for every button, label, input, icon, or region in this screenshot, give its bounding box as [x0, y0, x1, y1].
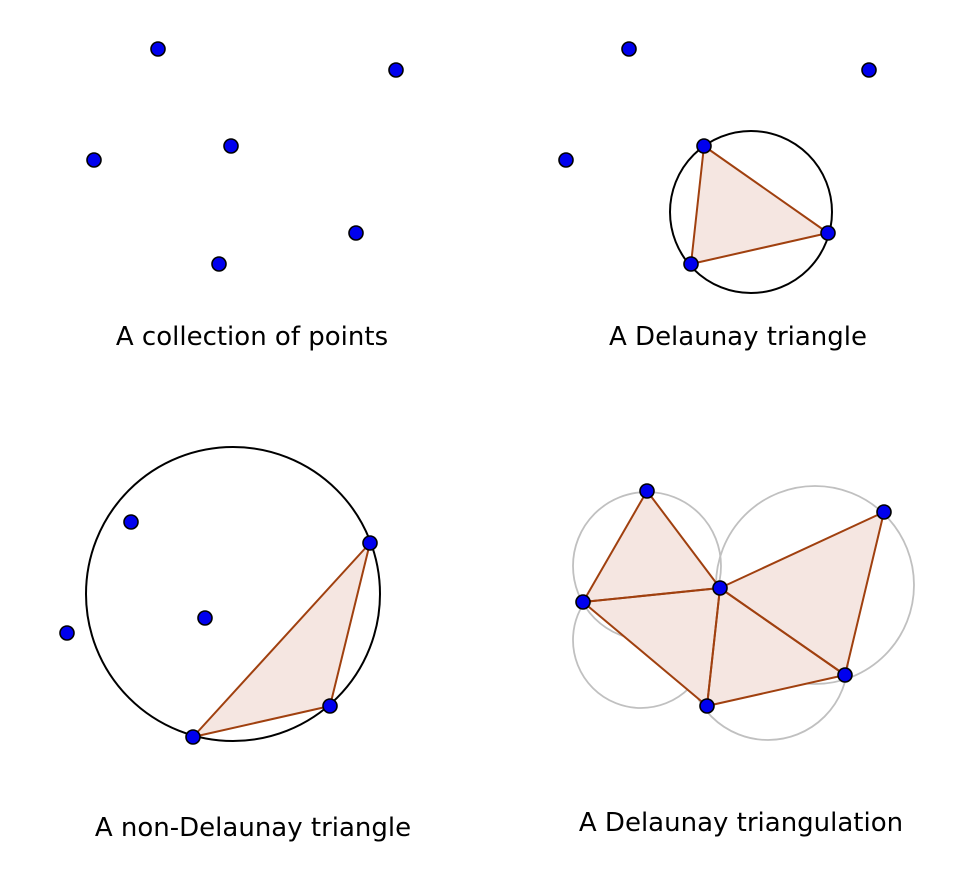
panel-0-point-2 [86, 152, 102, 168]
panel-3-edge [719, 587, 846, 676]
panel-1-point-3 [696, 138, 712, 154]
panel-1-point-2 [558, 152, 574, 168]
panel-3-edge [582, 587, 721, 603]
panel-2-edge [192, 542, 371, 738]
panel-3-point-5 [699, 698, 715, 714]
panel-2-point-4 [322, 698, 338, 714]
panel-0-point-3 [223, 138, 239, 154]
panel-0-point-0 [150, 41, 166, 57]
panel-3-triangle-2 [707, 588, 845, 706]
panel-2-circumcircle-0 [85, 446, 381, 742]
panel-3-point-2 [575, 594, 591, 610]
panel-0-point-4 [348, 225, 364, 241]
panel-2-point-5 [185, 729, 201, 745]
panel-0-point-1 [388, 62, 404, 78]
panel-3-triangle-0 [583, 491, 720, 602]
panel-1-point-0 [621, 41, 637, 57]
panel-3-point-0 [639, 483, 655, 499]
caption-collection-of-points: A collection of points [115, 322, 389, 352]
panel-2-point-0 [123, 514, 139, 530]
point-layer [59, 41, 892, 745]
panel-3-edge [582, 601, 708, 707]
panel-3-point-4 [837, 667, 853, 683]
panel-1-point-4 [820, 225, 836, 241]
caption-non-delaunay-triangle: A non-Delaunay triangle [94, 813, 412, 843]
panel-1-edge [690, 145, 705, 265]
triangle-layer [193, 146, 884, 737]
panel-1-triangle-0 [691, 146, 828, 264]
panel-2-point-2 [197, 610, 213, 626]
panel-2-edge [192, 705, 331, 738]
panel-0-point-5 [211, 256, 227, 272]
panel-3-edge [706, 674, 846, 707]
caption-delaunay-triangulation: A Delaunay triangulation [578, 808, 904, 838]
panel-3-edge [706, 587, 721, 707]
edge-layer [192, 145, 885, 738]
panel-2-point-1 [59, 625, 75, 641]
panel-3-edge [582, 490, 648, 603]
panel-1-circumcircle-0 [669, 130, 833, 294]
panel-2-edge [329, 542, 371, 707]
panel-1-edge [690, 232, 829, 265]
panel-3-point-1 [876, 504, 892, 520]
panel-3-edge [646, 490, 721, 589]
panel-1-point-1 [861, 62, 877, 78]
caption-delaunay-triangle: A Delaunay triangle [608, 322, 868, 352]
panel-3-edge [844, 511, 885, 676]
panel-3-point-3 [712, 580, 728, 596]
panel-3-triangle-1 [583, 588, 720, 706]
panel-1-edge [703, 145, 829, 234]
panel-2-point-3 [362, 535, 378, 551]
panel-3-edge [719, 511, 885, 589]
panel-3-triangle-3 [720, 512, 884, 675]
panel-1-point-5 [683, 256, 699, 272]
